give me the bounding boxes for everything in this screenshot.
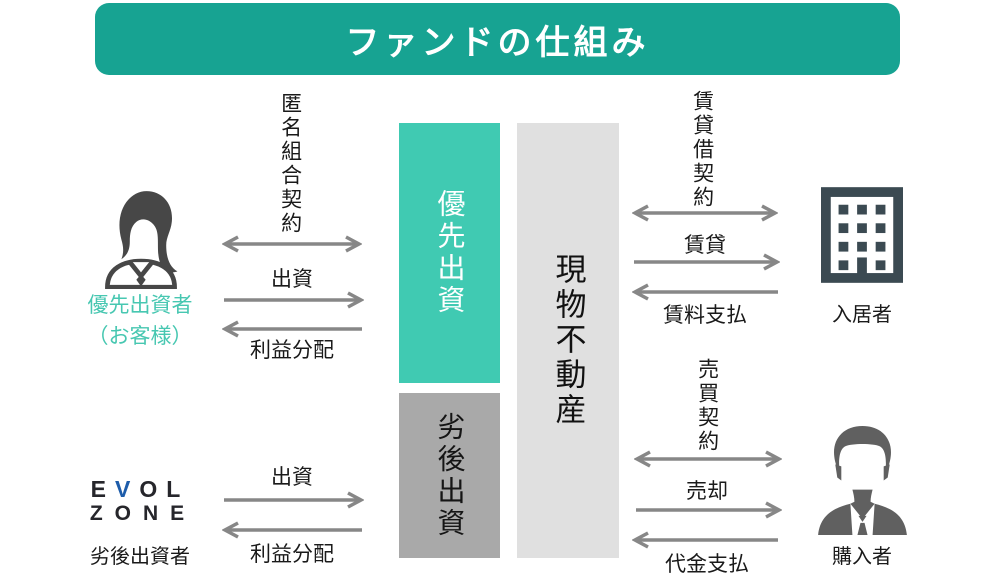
lease-arrow-right (634, 253, 780, 271)
woman-icon (105, 191, 178, 290)
title-banner: ファンドの仕組み (95, 3, 900, 75)
contract-arrow-both (222, 235, 362, 253)
tenant-label: 入居者 (832, 304, 892, 326)
lease-contract-arrow-both (632, 204, 778, 222)
investment-arrow-right (224, 291, 364, 309)
physical-property-label: 現物不動産 (550, 253, 586, 428)
payment-label: 代金支払 (665, 553, 749, 576)
profit-distribution-label-top: 利益分配 (250, 339, 334, 362)
sale-arrow-right (636, 501, 782, 519)
rent-payment-arrow-left (632, 283, 778, 301)
priority-investor-label: 優先出資者 (87, 294, 193, 317)
logo-line1: EVOL (90, 476, 190, 502)
purchaser-icon-wrap (814, 422, 911, 540)
lease-label: 賃貸 (684, 234, 726, 257)
profit-distribution-label-bottom: 利益分配 (250, 543, 334, 566)
tenant-icon-wrap (821, 186, 903, 289)
physical-property-box: 現物不動産 (517, 123, 619, 558)
investment-arrow-right-bottom (224, 491, 364, 509)
logo-blue-v: V (115, 476, 140, 502)
priority-investor-icon (99, 181, 183, 290)
purchaser-label: 購入者 (832, 546, 892, 568)
building-icon (821, 187, 903, 283)
investment-label-top: 出資 (271, 268, 313, 291)
subordinated-investor-label: 劣後出資者 (90, 546, 190, 568)
page-title: ファンドの仕組み (345, 23, 650, 62)
logo-line2: ZONE (89, 502, 197, 526)
profit-distribution-arrow-left (222, 320, 362, 338)
anonymous-partnership-contract-label: 匿名組合契約 (278, 92, 302, 236)
sale-contract-label: 売買契約 (695, 358, 719, 454)
rent-payment-label: 賃料支払 (663, 304, 747, 327)
priority-investment-label: 優先出資 (434, 189, 466, 317)
subordinated-investment-label: 劣後出資 (434, 411, 466, 540)
lease-contract-label: 賃貸借契約 (690, 90, 714, 210)
sale-label: 売却 (686, 480, 728, 503)
priority-investment-box: 優先出資 (399, 123, 500, 383)
priority-investor-sublabel: （お客様） (87, 325, 193, 348)
sale-contract-arrow-both (634, 450, 782, 468)
subordinated-investment-box: 劣後出資 (399, 393, 500, 558)
evol-zone-logo: EVOL ZONE (55, 476, 225, 527)
payment-arrow-left (632, 531, 778, 549)
profit-distribution-arrow-left-bottom (222, 521, 362, 539)
investment-label-bottom: 出資 (271, 466, 313, 489)
businessman-icon (818, 426, 907, 535)
